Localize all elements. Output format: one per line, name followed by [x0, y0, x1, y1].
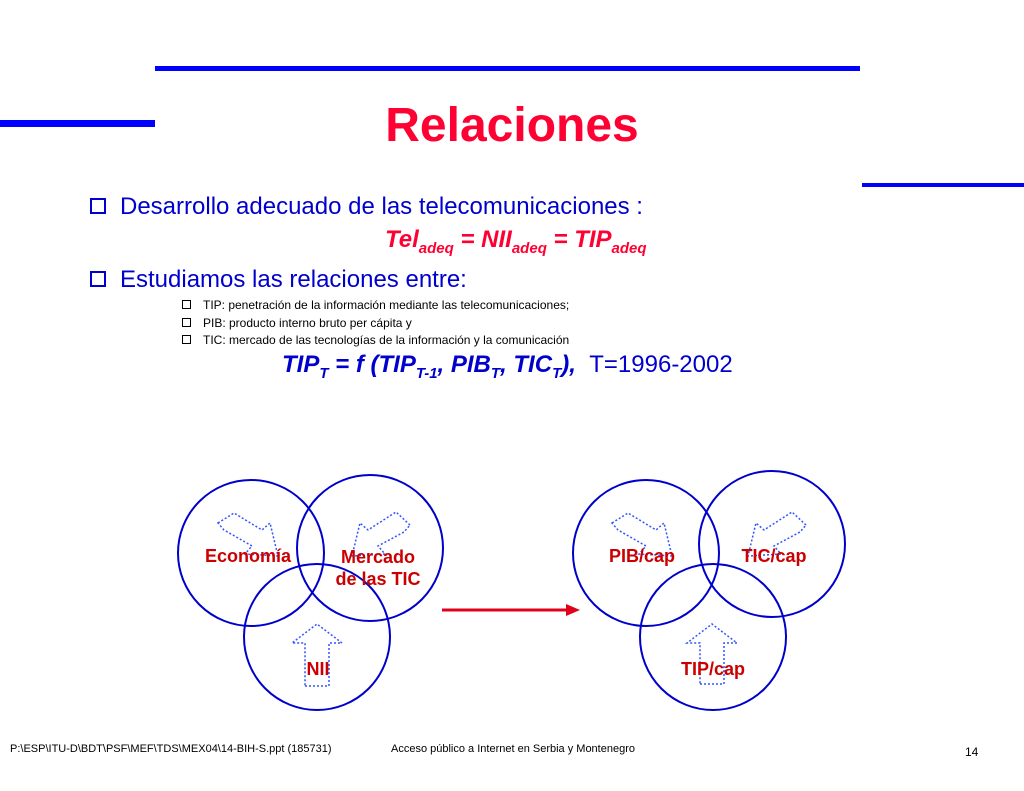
sub-bullet-text: PIB: producto interno bruto per cápita y [203, 316, 412, 330]
sub-bullet-text: TIC: mercado de las tecnologías de la in… [203, 333, 570, 347]
venn-circle-economia [177, 479, 325, 627]
sub-bullet-pib: PIB: producto interno bruto per cápita y [182, 316, 412, 330]
eq1-sub: adeq [511, 239, 547, 257]
sub-bullet-tip: TIP: penetración de la información media… [182, 298, 569, 312]
arrow-down-left-icon [747, 511, 808, 557]
label-nii: NII [306, 659, 330, 679]
venn-circle-tic [698, 470, 846, 618]
arrow-down-right-icon [610, 512, 673, 557]
arrow-up-icon [684, 623, 740, 685]
eq2-part: = f (TIP [328, 351, 416, 378]
footer-path: P:\ESP\ITU-D\BDT\PSF\MEF\TDS\MEX04\14-BI… [10, 743, 332, 755]
eq2-sub: T [319, 364, 329, 382]
venn-circle-nii [243, 563, 391, 711]
label-mercado: Mercado de las TIC [318, 546, 438, 590]
sub-bullet-tic: TIC: mercado de las tecnologías de la in… [182, 333, 569, 347]
checkbox-bullet-icon [182, 300, 191, 310]
label-mercado-line1: Mercado [340, 547, 416, 567]
eq2-part: , PIB [437, 351, 491, 378]
eq2-part: , TIC [500, 351, 553, 378]
equation-adequate: Teladeq = NIIadeq = TIPadeq [385, 226, 647, 257]
page-number: 14 [965, 745, 979, 759]
left-rule [0, 120, 155, 127]
red-arrow-head-icon [566, 604, 580, 616]
bullet-2: Estudiamos las relaciones entre: [90, 266, 467, 294]
arrow-up-icon [289, 623, 345, 687]
eq2-sub: T-1 [415, 364, 438, 382]
eq1-term-tip: = TIP [546, 226, 612, 253]
label-economia: Economía [204, 546, 292, 566]
arrow-down-left-icon [351, 511, 412, 557]
eq2-period: T=1996-2002 [589, 351, 733, 378]
checkbox-bullet-icon [182, 318, 191, 328]
eq2-part: TIP [282, 351, 320, 378]
eq1-term-tel: Tel [385, 226, 419, 253]
top-rule [155, 66, 860, 71]
eq2-sub: T [490, 364, 501, 382]
eq1-sub: adeq [611, 239, 647, 257]
eq2-part: ), [561, 351, 576, 378]
label-tic-cap: TIC/cap [741, 546, 807, 566]
bullet-1-text: Desarrollo adecuado de las telecomunicac… [120, 193, 643, 220]
footer-title: Acceso público a Internet en Serbia y Mo… [391, 743, 635, 755]
checkbox-bullet-icon [90, 197, 106, 214]
eq2-sub: T [552, 364, 562, 382]
venn-circle-pib [572, 479, 720, 627]
arrow-down-right-icon [216, 512, 279, 557]
label-pib-cap: PIB/cap [608, 546, 676, 566]
bullet-2-text: Estudiamos las relaciones entre: [120, 266, 467, 293]
right-rule [862, 183, 1024, 187]
bullet-1: Desarrollo adecuado de las telecomunicac… [90, 193, 643, 221]
checkbox-bullet-icon [182, 335, 191, 345]
checkbox-bullet-icon [90, 270, 106, 287]
slide-title: Relaciones [385, 99, 639, 152]
eq1-sub: adeq [418, 239, 454, 257]
eq1-term-nii: = NII [453, 226, 512, 253]
venn-circle-tip [639, 563, 787, 711]
sub-bullet-text: TIP: penetración de la información media… [203, 298, 570, 312]
equation-model: TIPT = f (TIPT-1, PIBT, TICT), T=1996-20… [282, 351, 733, 382]
venn-circle-mercado [296, 474, 444, 622]
label-mercado-line2: de las TIC [335, 569, 421, 589]
label-tip-cap: TIP/cap [680, 659, 746, 679]
